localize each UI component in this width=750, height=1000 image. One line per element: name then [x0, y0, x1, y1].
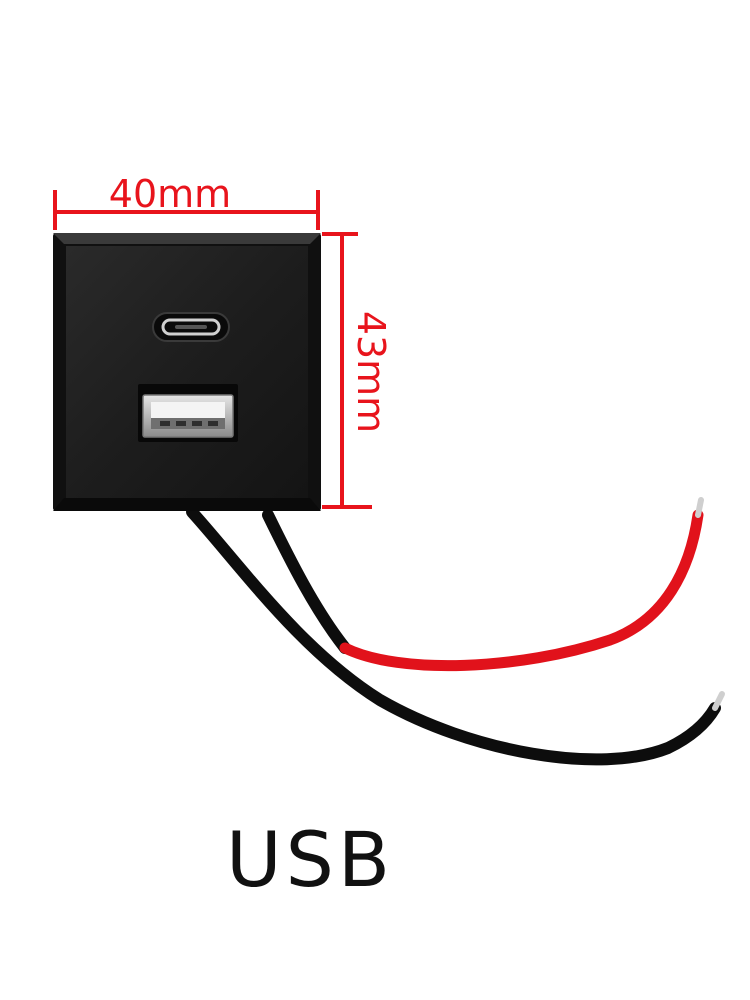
wires [186, 497, 725, 766]
black-wire [186, 506, 721, 766]
red-wire-sheath [262, 509, 351, 654]
height-dimension: 43mm [322, 232, 393, 509]
usb-a-port-icon [138, 384, 238, 442]
usb-module [53, 233, 321, 511]
width-dimension: 40mm [53, 172, 320, 230]
product-caption: USB [225, 815, 394, 904]
module-bevel [53, 233, 321, 244]
red-wire-tip [695, 497, 704, 518]
module-bottom-bevel [53, 498, 321, 511]
red-wire [339, 509, 704, 672]
width-label: 40mm [109, 172, 231, 216]
black-wire-tip [712, 691, 725, 711]
height-label: 43mm [349, 311, 393, 433]
usb-c-port-icon [152, 312, 230, 342]
module-face [66, 246, 308, 498]
